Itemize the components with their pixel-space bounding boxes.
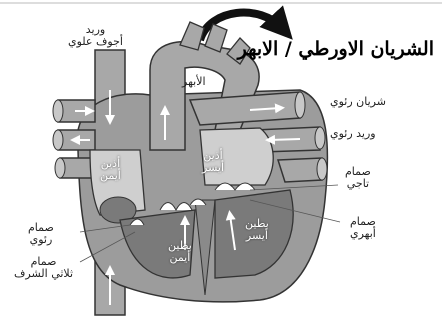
pulmonary-vein-right-2: [278, 158, 322, 182]
pulmonary-artery-right-end: [295, 92, 305, 118]
pulmonary-vein-left-end: [53, 130, 63, 150]
label-pulmonary-artery: شريان رئوي: [330, 96, 386, 108]
pulmonary-vein-left-2-end: [55, 158, 65, 178]
diagram-title: الشريان الاورطي / الابهر: [238, 38, 434, 60]
arrow-pulm-vein: [270, 139, 300, 140]
label-aorta: الأبهر: [182, 76, 206, 88]
pulmonary-artery-left-end: [53, 100, 63, 122]
label-pulmonary-vein: وريد رئوي: [330, 128, 376, 140]
pulmonary-vein-right-2-end: [317, 158, 327, 180]
pulmonary-vein-right-end: [315, 127, 325, 149]
